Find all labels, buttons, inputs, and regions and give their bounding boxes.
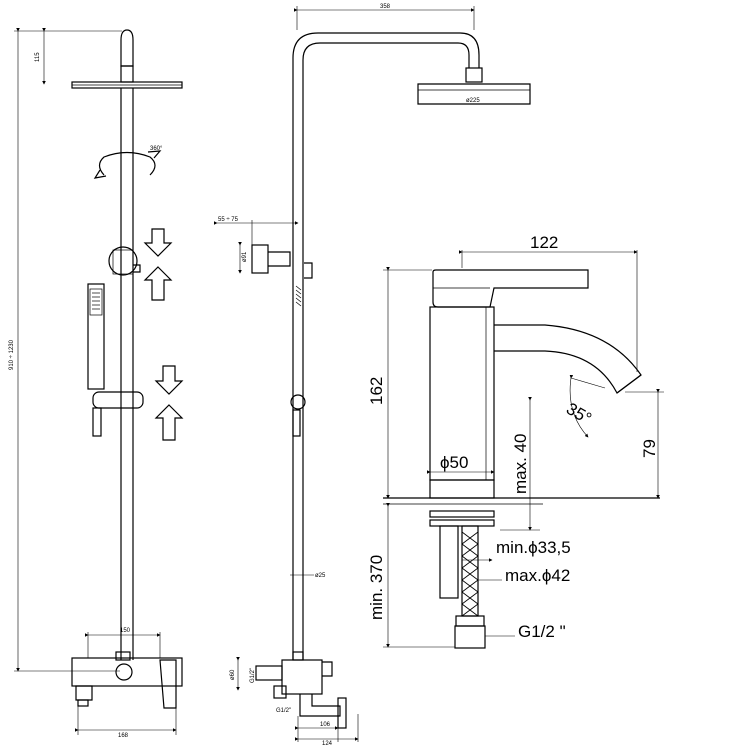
dim-pipe-diameter: ø25 <box>315 573 326 579</box>
dim-inlet-diameter: ø60 <box>230 669 236 680</box>
mixer-handle <box>432 269 589 308</box>
dim-hole-max: max.ϕ42 <box>505 566 570 585</box>
hose-connector <box>454 625 486 649</box>
lower-holder <box>92 391 144 409</box>
arrow-up-icon <box>154 404 184 441</box>
arrow-down-icon <box>143 228 173 257</box>
arrow-up-icon <box>143 266 173 301</box>
dim-spout-height: 79 <box>640 439 659 458</box>
dim-arm: 358 <box>380 4 391 10</box>
dim-connection: G1/2 " <box>518 622 566 641</box>
dim-angle: 35° <box>563 399 595 428</box>
dim-length: 122 <box>530 233 558 252</box>
fixing-shank <box>439 525 459 599</box>
upper-holder <box>108 246 138 276</box>
side-pipe <box>292 32 480 660</box>
dim-head-diameter: ø225 <box>466 98 480 104</box>
dim-bottom-inner: 150 <box>120 628 131 634</box>
side-holder <box>251 244 269 274</box>
dim-mixer-inner: 106 <box>320 722 331 728</box>
dim-outlet-thread: G1/2" <box>276 708 291 714</box>
side-view: 358 ø225 55 ÷ 75 ø91 ø25 ø <box>214 4 531 747</box>
rotation-label: 360° <box>150 146 163 152</box>
rotation-symbol <box>93 150 162 179</box>
dim-height: 162 <box>367 377 386 405</box>
dim-max-thickness: max. 40 <box>511 434 530 494</box>
front-mixer-body <box>71 657 183 687</box>
dim-holder: 55 ÷ 75 <box>218 217 239 223</box>
front-view: 360° 115 <box>9 28 184 739</box>
dim-body-diameter: ϕ50 <box>440 453 468 472</box>
flexible-hose <box>461 525 479 617</box>
side-mixer-body <box>281 659 323 695</box>
dim-head-height: 115 <box>35 52 41 62</box>
mixer-base <box>429 479 495 499</box>
side-shower-head <box>417 83 531 105</box>
arrow-down-icon <box>154 365 184 395</box>
hand-shower <box>87 283 105 390</box>
dim-inlet-thread: G1/2" <box>250 668 256 683</box>
dim-bottom-outer: 168 <box>118 733 129 739</box>
side-lower-holder <box>290 394 306 410</box>
dim-holder-diameter: ø91 <box>242 251 248 262</box>
basin-mixer-view: 122 162 35° 79 max. 40 ϕ50 min.ϕ33,5 max… <box>367 233 664 649</box>
dim-hole-min: min.ϕ33,5 <box>496 538 571 557</box>
dim-mixer-outer: 124 <box>322 741 333 747</box>
dim-hose-length: min. 370 <box>367 555 386 620</box>
hose-segment <box>295 285 302 307</box>
dim-total-height: 910 ÷ 1230 <box>9 339 15 370</box>
mixer-spout <box>494 324 642 394</box>
